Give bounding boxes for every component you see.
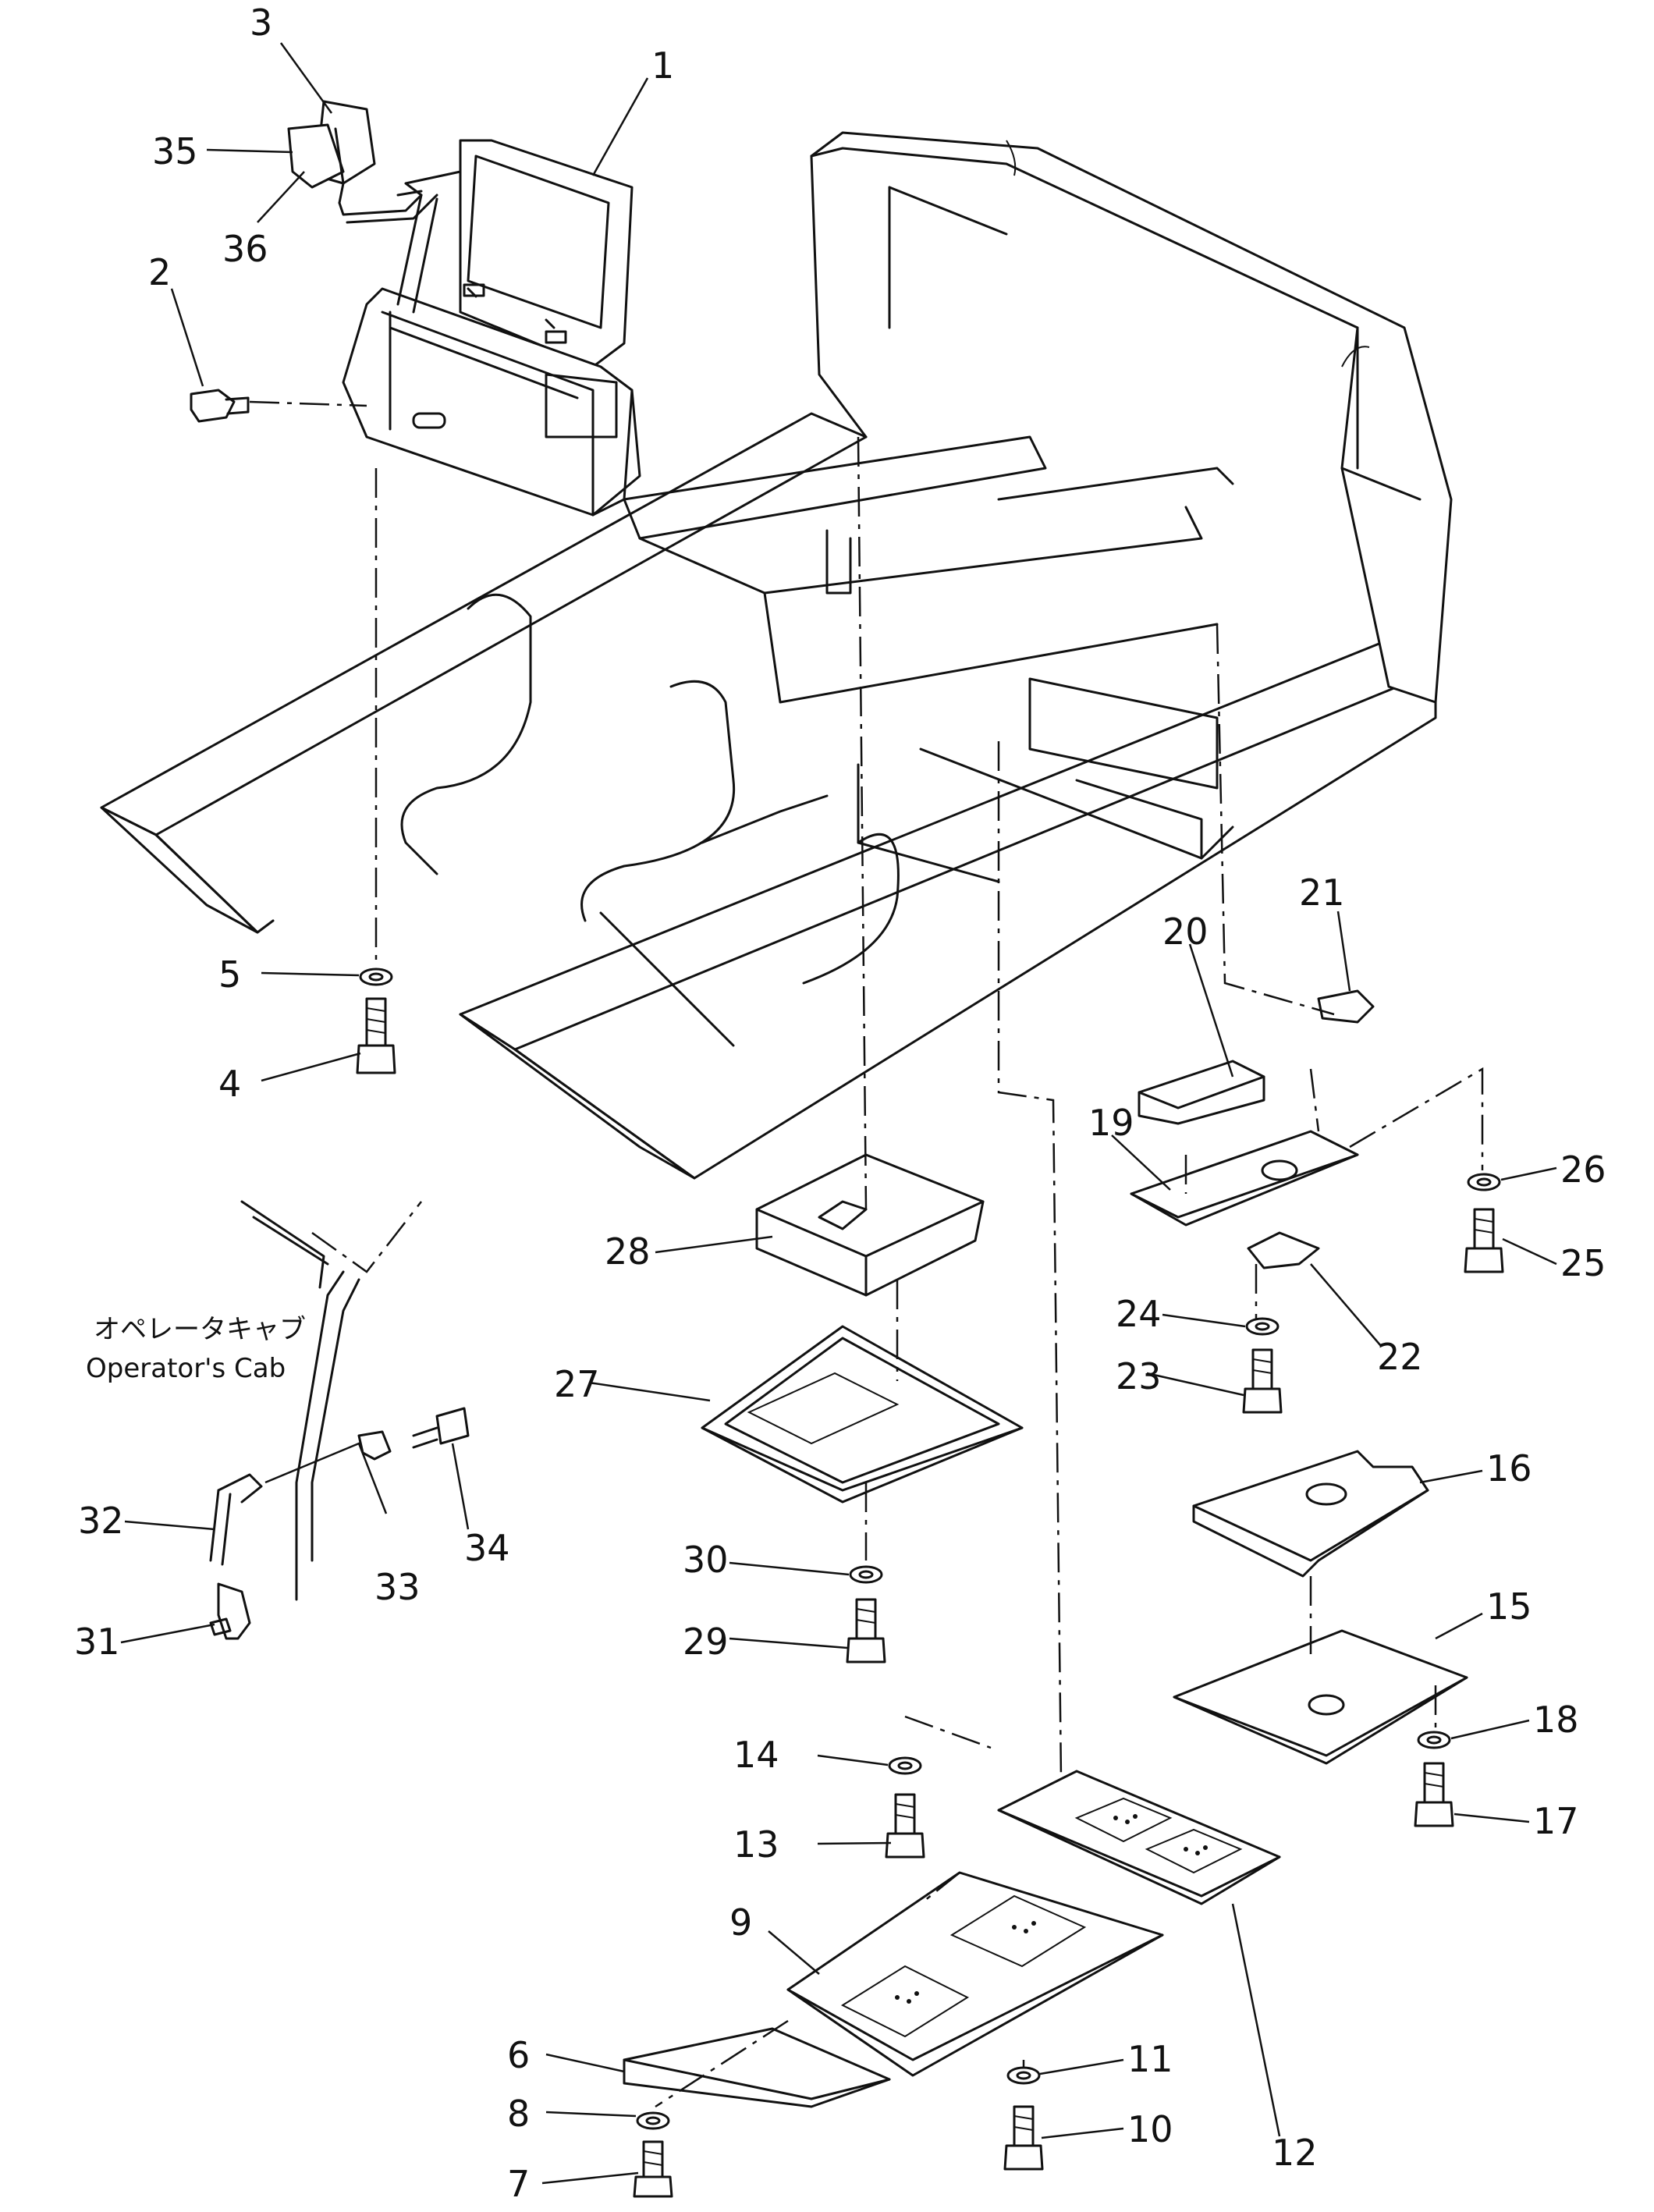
- operators-cab-detail: [209, 1200, 470, 1640]
- center-lines: [249, 400, 1484, 2108]
- callout-17: 17: [1533, 1800, 1579, 1842]
- callout-35: 35: [152, 130, 198, 172]
- plate-12: [997, 1770, 1281, 1905]
- callout-28: 28: [605, 1230, 651, 1273]
- callout-24: 24: [1116, 1293, 1162, 1335]
- callout-6: 6: [507, 2034, 530, 2076]
- mirror-assembly: [287, 100, 462, 314]
- callout-21: 21: [1299, 872, 1345, 914]
- callout-20: 20: [1162, 911, 1209, 953]
- callout-8: 8: [507, 2093, 530, 2135]
- bolt-washer-23-24: [1242, 1317, 1283, 1414]
- bolt-washer-17-18: [1414, 1731, 1454, 1827]
- bolt-washer-7-8: [633, 2111, 673, 2198]
- callout-5: 5: [218, 953, 241, 996]
- bolt-washer-10-11: [1003, 2066, 1044, 2171]
- callout-19: 19: [1088, 1102, 1134, 1144]
- callout-33: 33: [374, 1566, 421, 1608]
- callout-4: 4: [218, 1063, 241, 1105]
- plate-6: [623, 2027, 891, 2108]
- plate-27: [701, 1325, 1024, 1504]
- bolt-washer-29-30: [846, 1565, 886, 1663]
- callout-9: 9: [729, 1901, 752, 1944]
- callout-15: 15: [1486, 1585, 1532, 1628]
- bolt-washer-25-26: [1464, 1173, 1504, 1273]
- callout-36: 36: [222, 228, 268, 270]
- callout-labels: 1 2 3 35 36 5 4 6 8 7 9 10 11 12 13 14 1…: [74, 2, 1606, 2205]
- callout-27: 27: [554, 1363, 600, 1405]
- callout-2: 2: [148, 251, 171, 293]
- cover-28: [755, 1153, 985, 1297]
- callout-14: 14: [733, 1734, 779, 1776]
- callout-32: 32: [78, 1500, 124, 1542]
- callout-31: 31: [74, 1621, 120, 1663]
- callout-29: 29: [683, 1621, 729, 1663]
- console-box: [342, 139, 641, 517]
- cab-label-japanese: オペレータキャブ: [94, 1314, 306, 1345]
- bolt-washer-4-5: [356, 968, 396, 1074]
- callout-1: 1: [651, 44, 674, 87]
- callout-10: 10: [1127, 2108, 1173, 2150]
- callout-34: 34: [464, 1527, 510, 1569]
- knob-part: [190, 389, 250, 423]
- callout-11: 11: [1127, 2038, 1173, 2080]
- cab-label-english: Operator's Cab: [86, 1353, 286, 1384]
- revolving-frame: [100, 131, 1453, 1180]
- plate-16: [1192, 1450, 1429, 1578]
- callout-13: 13: [733, 1823, 779, 1866]
- callout-3: 3: [250, 2, 272, 44]
- bolt-washer-13-14: [885, 1756, 925, 1859]
- callout-18: 18: [1533, 1699, 1579, 1741]
- callout-16: 16: [1486, 1447, 1532, 1489]
- callout-30: 30: [683, 1539, 729, 1581]
- callout-26: 26: [1560, 1149, 1606, 1191]
- plates-19-22: [1130, 989, 1375, 1269]
- plate-15: [1173, 1629, 1468, 1765]
- leader-lines: [120, 42, 1557, 2185]
- callout-25: 25: [1560, 1242, 1606, 1284]
- callout-22: 22: [1377, 1336, 1423, 1378]
- callout-7: 7: [507, 2163, 530, 2205]
- callout-12: 12: [1272, 2132, 1318, 2174]
- plate-9: [786, 1871, 1164, 2077]
- callout-23: 23: [1116, 1355, 1162, 1397]
